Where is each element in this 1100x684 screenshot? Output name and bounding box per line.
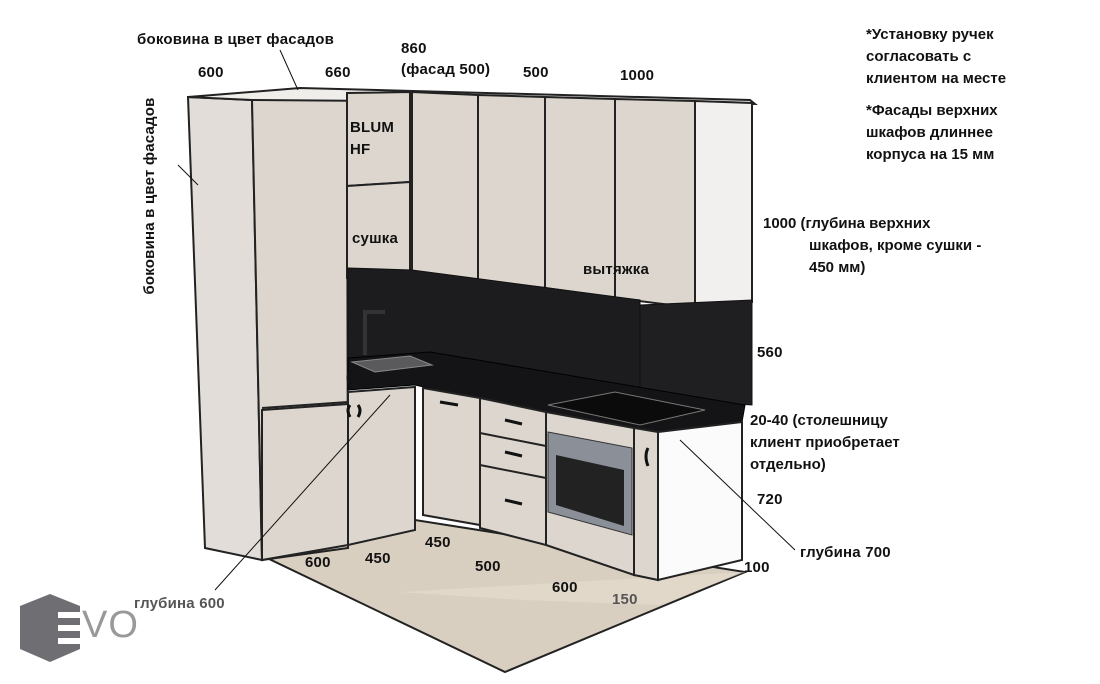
dim-1000-top: 1000 <box>620 67 655 84</box>
blum-label-1: BLUM <box>350 119 395 136</box>
upper-cab-2 <box>477 93 546 290</box>
countertop-note: 20-40 (столешницу клиент приобретает отд… <box>750 410 900 476</box>
floor-dim-600-b: 600 <box>552 579 578 596</box>
note-facades-line2: шкафов длиннее <box>866 124 993 141</box>
countertop-line2: клиент приобретает <box>750 434 900 451</box>
note-handles-line1: *Установку ручек <box>866 26 994 43</box>
side-panel-left <box>186 95 264 562</box>
dim-720: 720 <box>757 491 783 508</box>
dryer-label: сушка <box>352 230 399 247</box>
note-facades-line1: *Фасады верхних <box>866 102 998 119</box>
countertop-line3: отдельно) <box>750 456 826 473</box>
base-1 <box>422 386 481 527</box>
floor-dim-600-a: 600 <box>305 554 331 571</box>
upper-side <box>694 99 753 312</box>
dim-100: 100 <box>744 559 770 576</box>
dim-500-top: 500 <box>523 64 549 81</box>
hood-label: вытяжка <box>583 261 650 278</box>
logo-text: VO <box>82 604 139 646</box>
depth-600-label: глубина 600 <box>134 595 225 612</box>
depth-700-label: глубина 700 <box>800 544 891 561</box>
note-facades-line3: корпуса на 15 мм <box>866 146 995 163</box>
dim-560: 560 <box>757 344 783 361</box>
dim-660-top: 660 <box>325 64 351 81</box>
note-handles: *Установку ручек согласовать с клиентом … <box>866 24 1006 90</box>
base-side <box>657 420 743 582</box>
leader-lines <box>177 49 796 591</box>
upper-depth-line1: 1000 (глубина верхних <box>763 215 931 232</box>
countertop-line1: 20-40 (столешницу <box>750 412 888 429</box>
upper-blum <box>346 90 411 188</box>
hob <box>547 391 706 426</box>
floor-dim-500: 500 <box>475 558 501 575</box>
upper-depth-note: 1000 (глубина верхних шкафов, кроме сушк… <box>763 213 981 279</box>
note-handles-line3: клиентом на месте <box>866 70 1007 87</box>
dim-860: 860 <box>401 40 427 57</box>
note-facades: *Фасады верхних шкафов длиннее корпуса н… <box>866 100 998 166</box>
base-sink <box>347 385 416 547</box>
dim-600-top: 600 <box>198 64 224 81</box>
backsplash-right <box>639 299 753 406</box>
dim-860-note: (фасад 500) <box>401 61 491 78</box>
side-panel-left-label: боковина в цвет фасадов <box>141 97 158 295</box>
blum-label-2: HF <box>350 141 371 158</box>
side-panel-top-label: боковина в цвет фасадов <box>137 31 335 48</box>
floor-dim-450-b: 450 <box>425 534 451 551</box>
note-handles-line2: согласовать с <box>866 48 972 65</box>
evo-logo: VO <box>20 594 160 664</box>
floor-dim-150: 150 <box>612 591 638 608</box>
base-corner <box>261 402 349 562</box>
sink <box>350 355 434 373</box>
upper-cab-1 <box>411 90 479 282</box>
upper-depth-line3: 450 мм) <box>809 259 866 276</box>
floor-dim-450-a: 450 <box>365 550 391 567</box>
upper-depth-line2: шкафов, кроме сушки - <box>809 237 982 254</box>
handles <box>346 371 650 506</box>
hexagon-logo-icon <box>20 594 80 662</box>
